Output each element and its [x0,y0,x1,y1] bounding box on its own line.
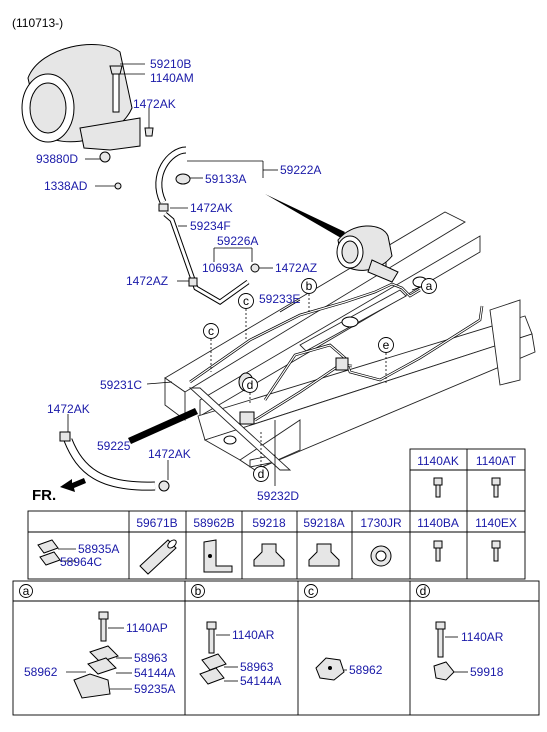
label-1140AM: 1140AM [150,71,194,85]
front-direction-indicator: FR. [32,478,86,504]
label-1472AK-filler: 1472AK [47,402,90,416]
panel-b-label-1140AR: 1140AR [232,628,275,642]
panel-a-label-58963: 58963 [134,651,168,665]
header-1140BA: 1140BA [417,516,459,530]
panel-c-tag: c [308,584,314,598]
panel-b-tag: b [195,584,202,598]
label-1472AK-clamp: 1472AK [148,447,191,461]
header-1140AK: 1140AK [417,454,459,468]
label-59231C: 59231C [100,378,142,392]
vapor-lines [189,282,484,425]
panel-a-label-59235A: 59235A [134,682,175,696]
bolt-table: 1140AK 1140AT [409,448,526,512]
bolt-1140BA-icon [433,540,443,562]
header-1140EX: 1140EX [475,516,517,530]
label-59232D: 59232D [257,489,299,503]
diagram-code: (110713-) [12,16,63,30]
panel-a-assembly [73,611,119,699]
clip-58935A-icon [37,539,61,566]
sleeve-59671B-icon [139,539,177,575]
vapor-hose-assembly [155,146,260,305]
panel-b-assembly [199,621,227,685]
callout-e: e [383,338,390,352]
label-59210B: 59210B [150,57,191,71]
parts-table: 59671B 58962B 59218 59218A 1730JR 1140BA… [27,510,526,580]
label-1338AD: 1338AD [44,179,88,193]
panel-b-label-58963: 58963 [240,660,274,674]
label-93880D: 93880D [36,152,78,166]
header-58962B: 58962B [193,516,234,530]
label-59225: 59225 [97,439,131,453]
callout-d-upper: d [247,378,254,392]
detail-panels: a b c d 1140AP 58962 58963 54144A 59235A [12,580,540,716]
grommet-1730JR-icon [370,545,392,567]
label-58964C: 58964C [60,555,102,569]
label-1472AZ-left: 1472AZ [126,274,168,288]
clip-59218-icon [253,543,285,567]
label-59133A: 59133A [205,172,246,186]
bolt-1140AT-icon [491,477,501,498]
header-59671B: 59671B [136,516,177,530]
callout-c-left: c [208,324,214,338]
label-58935A: 58935A [78,542,119,556]
label-1472AK-hose: 1472AK [190,201,233,215]
label-1472AK-top: 1472AK [133,97,176,111]
header-1730JR: 1730JR [360,516,402,530]
panel-d-assembly [433,621,455,681]
canister-assembly [21,44,154,190]
header-1140AT: 1140AT [476,454,517,468]
label-1472AZ-right: 1472AZ [275,261,317,275]
callout-a: a [426,279,433,293]
filler-hose [59,431,170,492]
label-59222A: 59222A [280,163,321,177]
front-label: FR. [32,487,56,504]
panel-c-label-58962: 58962 [349,663,383,677]
header-59218: 59218 [252,516,286,530]
panel-a-label-1140AP: 1140AP [126,621,168,635]
panel-d-label-59918: 59918 [470,665,504,679]
panel-b-label-54144A: 54144A [240,674,281,688]
bolt-1140EX-icon [491,540,501,562]
header-59218A: 59218A [303,516,344,530]
label-59234F: 59234F [190,219,231,233]
panel-c-clip [315,657,345,681]
bolt-1140AK-icon [433,477,443,498]
label-10693A: 10693A [202,261,243,275]
label-59226A: 59226A [217,234,258,248]
panel-d-tag: d [420,584,427,598]
callout-d-lower: d [258,467,265,481]
bracket-58962B-icon [203,539,233,573]
frame-canister [336,225,399,283]
panel-a-label-54144A: 54144A [134,666,175,680]
callout-b: b [306,279,313,293]
callout-c-top: c [243,294,249,308]
panel-d-label-1140AR: 1140AR [461,630,504,644]
clip-59218A-icon [308,543,340,567]
panel-a-label-58962: 58962 [24,665,58,679]
label-59233E: 59233E [259,292,300,306]
panel-a-tag: a [23,584,30,598]
chassis-frame [164,211,536,471]
